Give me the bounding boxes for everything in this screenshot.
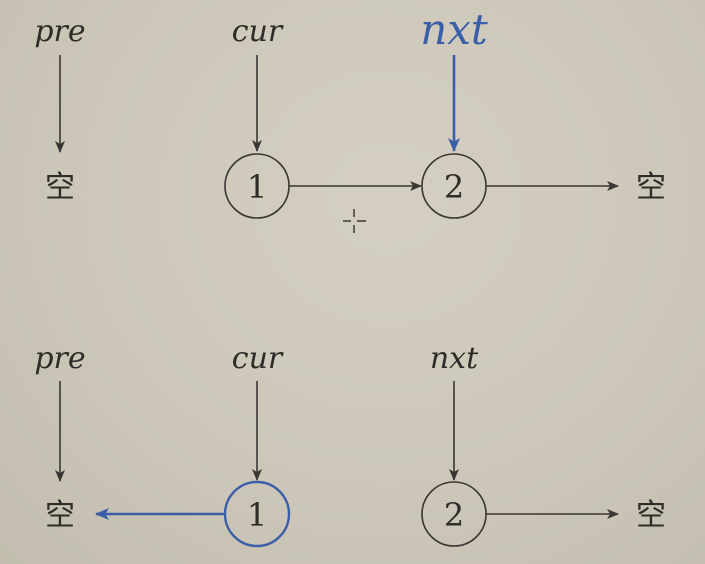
top-null-right: 空	[636, 170, 666, 205]
top-null-left: 空	[45, 170, 75, 205]
bottom-cur-label: cur	[232, 341, 284, 376]
bottom-node-1: 1	[223, 480, 291, 548]
bottom-null-left: 空	[45, 498, 75, 533]
top-nxt-label: nxt	[420, 5, 488, 54]
bottom-null-right: 空	[636, 498, 666, 533]
top-pre-label: pre	[34, 14, 85, 49]
top-cur-label: cur	[232, 14, 284, 49]
top-node-2-value: 2	[444, 168, 464, 206]
top-row: pre cur nxt 空 1 2 空	[34, 5, 666, 219]
bottom-node-2-value: 2	[444, 496, 464, 534]
bottom-nxt-label: nxt	[430, 341, 479, 376]
bottom-row: pre cur nxt 空 1 2 空	[34, 341, 666, 548]
bottom-node-1-value: 1	[247, 496, 267, 534]
top-node-2: 2	[421, 153, 487, 219]
bottom-pre-label: pre	[34, 341, 85, 376]
top-node-1-value: 1	[247, 168, 267, 206]
bottom-node-2: 2	[421, 481, 487, 547]
crosshair-cursor-icon	[343, 209, 366, 233]
bottom-node-1-circle	[223, 480, 291, 548]
top-node-1: 1	[224, 153, 290, 219]
